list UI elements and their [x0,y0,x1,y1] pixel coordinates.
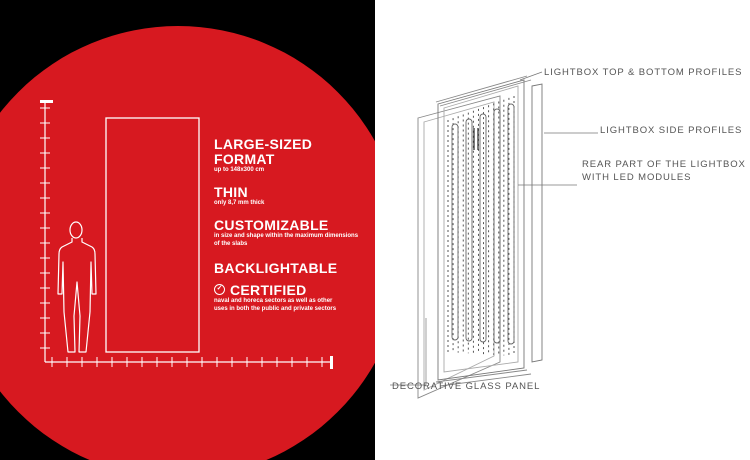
led-module-frame [479,113,487,343]
lightbox-sketch [417,75,543,399]
person-silhouette [57,221,97,353]
feature-title-large-format: LARGE-SIZED FORMAT [214,136,313,167]
feature-subtitle-certified: naval and horeca sectors as well as othe… [214,298,337,312]
feature-title-thin: THIN [214,184,248,200]
callout-rear-part-line1: REAR PART OF THE LIGHTBOX [582,159,746,170]
led-module-frame [451,123,459,341]
callout-rear-part-line2: WITH LED MODULES [582,172,692,183]
feature-title-certified: CERTIFIED [230,282,307,298]
led-module-frame [465,118,473,342]
callout-leaders [390,71,598,386]
callout-side-profiles: LIGHTBOX SIDE PROFILES [600,125,743,136]
feature-title-backlightable: BACKLIGHTABLE [214,260,338,276]
red-circle [0,26,375,460]
certified-badge-icon: ✓ [214,284,225,295]
callout-decorative-glass: DECORATIVE GLASS PANEL [392,381,541,392]
feature-title-customizable: CUSTOMIZABLE [214,217,329,233]
width-ruler [45,356,333,369]
feature-subtitle-large-format: up to 148x300 cm [214,167,265,173]
led-module-frame [507,103,515,345]
feature-subtitle-thin: only 8,7 mm thick [214,200,265,206]
red-graphic-panel [0,0,375,460]
height-ruler [40,100,53,362]
slab-outline [105,117,200,353]
led-module-frame [493,108,501,344]
callout-top-bottom-profiles: LIGHTBOX TOP & BOTTOM PROFILES [544,67,743,78]
feature-subtitle-customizable: in size and shape within the maximum dim… [214,233,359,247]
